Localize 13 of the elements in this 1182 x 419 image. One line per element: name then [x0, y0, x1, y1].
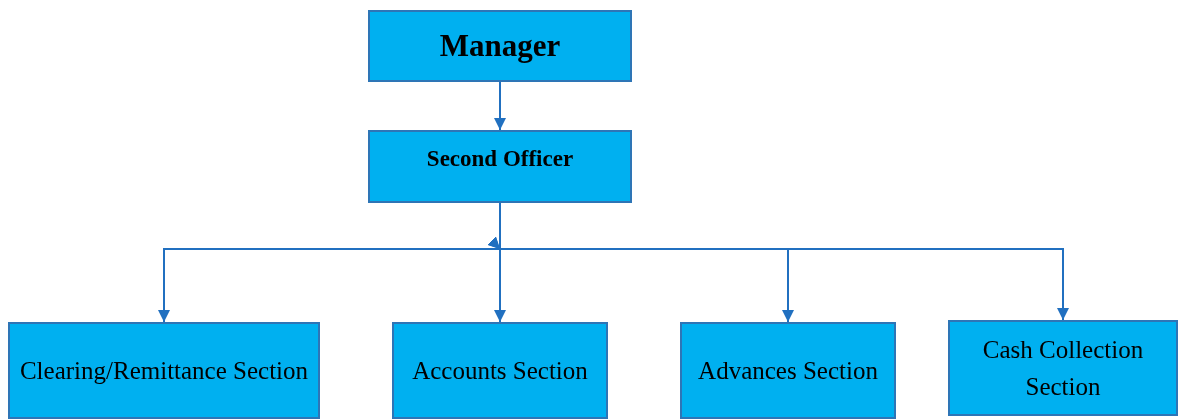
org-box — [948, 320, 1178, 416]
box-label: Cash Collection Section — [981, 334, 1145, 402]
box-label: Clearing/Remittance Section — [19, 355, 309, 386]
box-label: Accounts Section — [412, 355, 588, 386]
box-label: Manager — [439, 26, 561, 65]
box-label: Advances Section — [698, 355, 878, 386]
org-box — [368, 130, 632, 203]
org-box — [8, 322, 320, 419]
org-box — [392, 322, 608, 419]
org-box — [680, 322, 896, 419]
arrow — [494, 81, 506, 131]
box-label: Second Officer — [426, 145, 574, 174]
org-box — [368, 10, 632, 82]
